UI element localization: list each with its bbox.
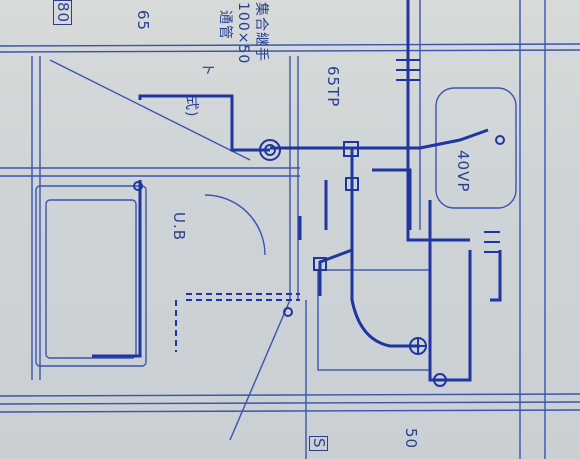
valve — [345, 177, 359, 191]
branch-pipe — [490, 250, 502, 302]
room-box — [317, 269, 431, 371]
dashed-pipe — [186, 293, 300, 301]
wall-line — [0, 401, 580, 405]
label-riser-40vp: 40VP — [454, 150, 472, 193]
bathtub-inner — [45, 199, 137, 359]
valve — [313, 257, 327, 271]
fitting — [433, 373, 447, 387]
leader-line — [49, 59, 251, 161]
wall-line — [0, 43, 580, 47]
valve — [343, 141, 359, 157]
label-spec-d: ト — [199, 62, 215, 77]
drain-pipe — [138, 94, 270, 152]
main-pipe — [318, 148, 354, 296]
fitting — [495, 135, 505, 145]
branch-pipe — [428, 200, 472, 382]
branch-pipe — [406, 148, 470, 242]
branch-pipe — [419, 128, 489, 150]
label-spec-b: 100×50 — [235, 2, 251, 65]
label-bottom-50: 50 — [402, 428, 420, 450]
fitting — [133, 181, 143, 191]
main-pipe — [350, 250, 420, 348]
basin-outline — [435, 87, 517, 209]
label-bottom-s: S — [309, 436, 328, 451]
tee — [396, 59, 420, 81]
label-size-65-top: 65 — [134, 10, 152, 32]
label-riser-65tp: 65TP — [324, 66, 342, 108]
wall-line — [0, 409, 580, 413]
floor-drain — [283, 307, 293, 317]
cleanout-fitting — [264, 144, 276, 156]
door-swing — [204, 194, 266, 256]
wall-line — [0, 393, 580, 397]
label-spec-a: 集合継手 — [253, 2, 269, 62]
cleanout-fitting — [259, 139, 281, 161]
tee — [484, 231, 500, 253]
label-ub: U.B — [170, 212, 188, 242]
label-topleft-box: 80 — [53, 0, 72, 26]
leader-line — [229, 299, 291, 441]
drain-pipe — [92, 180, 142, 358]
branch-pipe — [372, 168, 412, 230]
label-spec-e: 式) — [183, 96, 199, 118]
wall-line — [0, 49, 580, 53]
label-spec-c: 通管 — [217, 10, 233, 40]
bathtub-outline — [35, 185, 147, 367]
